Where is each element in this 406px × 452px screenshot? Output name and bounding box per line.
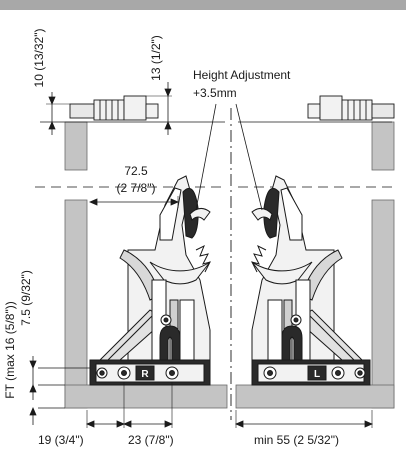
dim-19-label: 19 (3/4"): [38, 433, 84, 447]
left-drawer-bottom: [64, 384, 228, 409]
height-adjustment-value: +3.5mm: [193, 86, 237, 100]
dim-13-label: 13 (1/2"): [149, 35, 163, 81]
right-upper-panel: [371, 121, 395, 171]
dim-7-5-label: 7.5 (9/32"): [19, 270, 33, 326]
right-cabinet-wall: [371, 199, 395, 409]
left-cabinet-wall: [64, 199, 88, 409]
badge-r: R: [141, 369, 149, 380]
height-adjustment-title: Height Adjustment: [193, 68, 291, 82]
right-runner-mechanism: [89, 175, 211, 386]
dimension-lines: [29, 82, 374, 428]
dim-72-5-label: 72.5: [124, 164, 148, 178]
cabinet-panels: [64, 121, 395, 409]
dim-23-label: 23 (7/8"): [128, 433, 174, 447]
top-band: [0, 0, 406, 10]
right-drawer-bottom: [235, 384, 395, 409]
dim-min-55-label: min 55 (2 5/32"): [254, 433, 339, 447]
dim-ft-label: FT (max 16 (5/8")): [3, 301, 17, 398]
badge-l: L: [314, 369, 320, 380]
dim-10-label: 10 (13/32"): [32, 29, 46, 88]
left-runner-mechanism: [251, 175, 371, 386]
left-top-adjuster: [69, 95, 159, 121]
reference-lines: [35, 121, 394, 409]
left-upper-panel: [64, 121, 88, 171]
right-top-adjuster: [307, 95, 395, 121]
dim-72-5-inch-label: (2 7/8"): [117, 181, 156, 195]
